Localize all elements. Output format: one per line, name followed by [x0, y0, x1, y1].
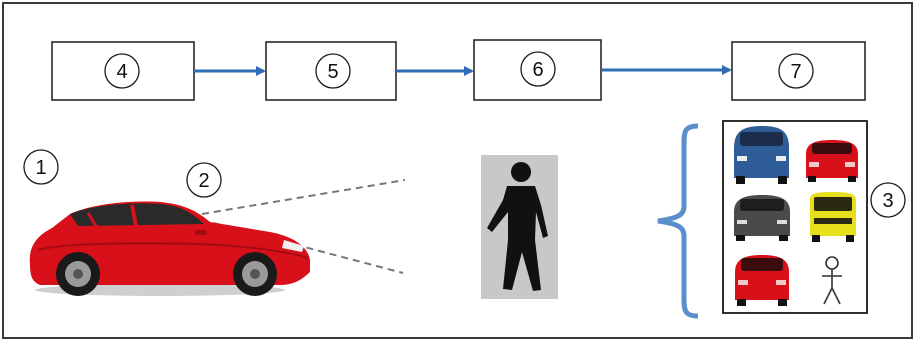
stick-figure-icon [822, 256, 842, 305]
pipeline-label-4: 4 [116, 61, 127, 83]
callout-label-2: 2 [198, 170, 209, 192]
car-icon [29, 201, 311, 296]
brace [657, 123, 699, 319]
pipeline-box-7: 7 [731, 41, 866, 101]
red-car-icon [735, 255, 789, 306]
diagram-frame [2, 2, 913, 339]
callout-label-1: 1 [35, 157, 46, 179]
pipeline-label-6: 6 [532, 59, 543, 81]
callout-1: 1 [23, 149, 59, 185]
yellow-car-icon [810, 192, 856, 242]
pipeline-box-6: 6 [473, 39, 602, 101]
callout-label-3: 3 [882, 190, 893, 212]
callout-3: 3 [870, 182, 906, 218]
pipeline-label-5: 5 [327, 61, 338, 83]
fov-line-lower [201, 219, 404, 274]
object-class-grid [722, 120, 868, 314]
red-car-icon [806, 140, 858, 182]
blue-car-icon [734, 126, 789, 184]
pipeline-label-7: 7 [790, 61, 801, 83]
pedestrian-icon [481, 155, 558, 299]
gray-car-icon [734, 195, 790, 241]
pipeline-box-5: 5 [265, 41, 397, 101]
callout-2: 2 [186, 162, 222, 198]
pipeline-box-4: 4 [51, 41, 195, 101]
fov-line-upper [201, 179, 406, 215]
